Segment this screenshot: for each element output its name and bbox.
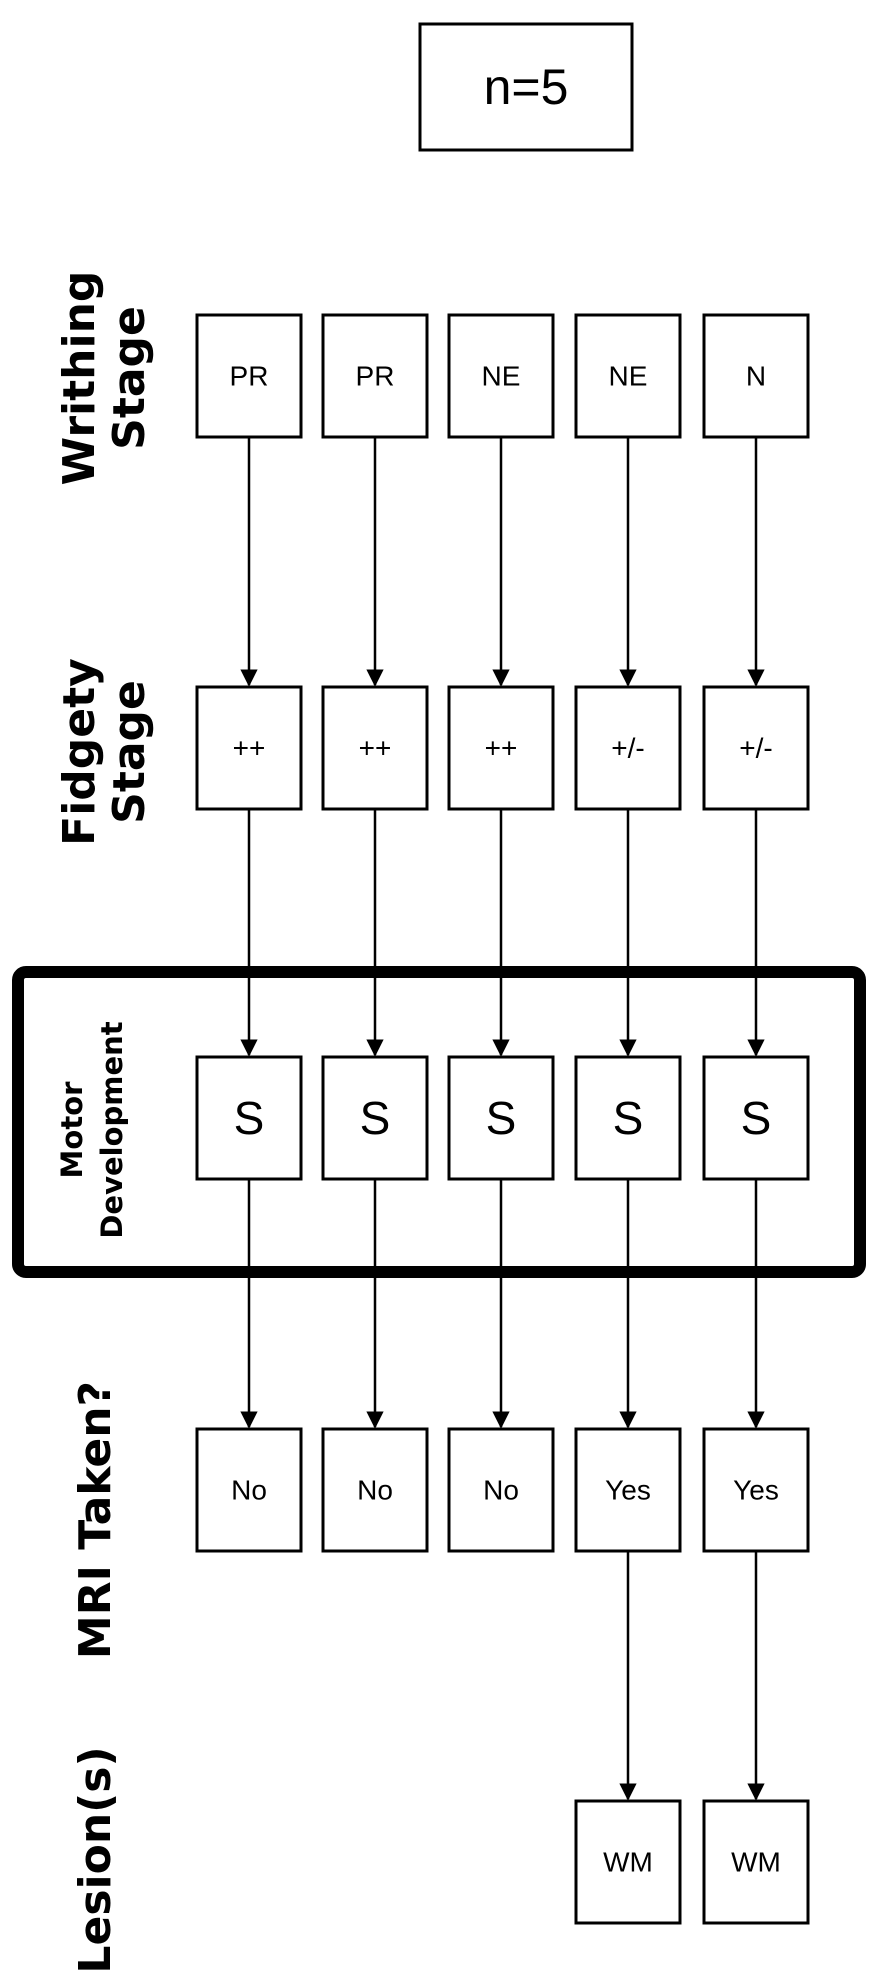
row-label-lesion-line1: Lesion(s) <box>70 1746 121 1973</box>
mri-node-label: Yes <box>605 1475 651 1506</box>
writhing-node-box <box>574 313 682 439</box>
mri-node-label: Yes <box>733 1475 779 1506</box>
svg-text:Writhing: Writhing <box>54 271 105 486</box>
mri-node-label: No <box>231 1475 267 1506</box>
svg-text:MRI Taken?: MRI Taken? <box>70 1381 121 1659</box>
svg-text:Stage: Stage <box>104 680 155 824</box>
writhing-node-box <box>447 313 555 439</box>
fidgety-node-label: ++ <box>359 733 392 764</box>
motor-node-box <box>574 1055 682 1181</box>
writhing-node-box <box>702 313 810 439</box>
fidgety-node-col-3: ++ <box>447 685 555 811</box>
mri-node-label: No <box>483 1475 519 1506</box>
row-label-writhing-line2: Stage <box>104 306 155 450</box>
fidgety-node-label: ++ <box>233 733 266 764</box>
writhing-node-box <box>321 313 429 439</box>
mri-node-col-3: No <box>447 1427 555 1553</box>
lesion-node-label: WM <box>603 1847 653 1878</box>
mri-node-box <box>574 1427 682 1553</box>
row-label-writhing-line1: Writhing <box>54 271 105 486</box>
lesion-node-label: WM <box>731 1847 781 1878</box>
writhing-node-label: NE <box>482 361 521 392</box>
row-label-motor-line1: Motor <box>55 1081 89 1179</box>
fidgety-node-label: ++ <box>485 733 518 764</box>
row-label-fidgety-line1: Fidgety <box>54 658 105 846</box>
row-label-lesion: Lesion(s) <box>70 1746 121 1973</box>
lesion-node-box <box>574 1799 682 1925</box>
lesion-node-box <box>702 1799 810 1925</box>
row-label-motor: Motor Development <box>55 1021 129 1238</box>
fidgety-node-box <box>195 685 303 811</box>
writhing-node-col-3: NE <box>447 313 555 439</box>
motor-development-highlight-frame <box>12 966 866 1278</box>
mri-node-box <box>447 1427 555 1553</box>
sample-size-node: n=5 <box>418 22 634 152</box>
fidgety-node-col-5: +/- <box>702 685 810 811</box>
mri-node-box <box>195 1427 303 1553</box>
motor-node-col-4: S <box>574 1055 682 1181</box>
lesion-node-col-5: WM <box>702 1799 810 1925</box>
sample-size-label: n=5 <box>484 59 569 115</box>
row-label-fidgety: Fidgety Stage <box>54 658 155 846</box>
motor-node-col-5: S <box>702 1055 810 1181</box>
motor-node-label: S <box>613 1092 644 1144</box>
fidgety-node-label: +/- <box>611 733 644 764</box>
fidgety-node-col-4: +/- <box>574 685 682 811</box>
writhing-node-box <box>195 313 303 439</box>
mri-node-col-1: No <box>195 1427 303 1553</box>
svg-text:Lesion(s): Lesion(s) <box>70 1746 121 1973</box>
lesion-node-col-4: WM <box>574 1799 682 1925</box>
svg-text:Motor: Motor <box>55 1081 89 1179</box>
connectors <box>240 437 765 1801</box>
fidgety-node-label: +/- <box>739 733 772 764</box>
writhing-node-col-1: PR <box>195 313 303 439</box>
writhing-node-col-5: N <box>702 313 810 439</box>
motor-node-label: S <box>360 1092 391 1144</box>
fidgety-node-box <box>574 685 682 811</box>
writhing-node-label: PR <box>356 361 395 392</box>
motor-node-label: S <box>741 1092 772 1144</box>
mri-node-col-5: Yes <box>702 1427 810 1553</box>
motor-node-col-3: S <box>447 1055 555 1181</box>
svg-text:Stage: Stage <box>104 306 155 450</box>
row-label-motor-line2: Development <box>95 1021 129 1238</box>
mri-node-box <box>702 1427 810 1553</box>
motor-node-col-2: S <box>321 1055 429 1181</box>
motor-node-box <box>195 1055 303 1181</box>
mri-node-col-2: No <box>321 1427 429 1553</box>
row-label-writhing: Writhing Stage <box>54 271 155 486</box>
row-label-fidgety-line2: Stage <box>104 680 155 824</box>
writhing-node-label: NE <box>609 361 648 392</box>
motor-node-box <box>321 1055 429 1181</box>
writhing-node-col-4: NE <box>574 313 682 439</box>
svg-text:Development: Development <box>95 1021 129 1238</box>
mri-node-col-4: Yes <box>574 1427 682 1553</box>
writhing-node-label: N <box>746 361 766 392</box>
fidgety-node-box <box>702 685 810 811</box>
motor-node-col-1: S <box>195 1055 303 1181</box>
mri-node-label: No <box>357 1475 393 1506</box>
motor-node-box <box>702 1055 810 1181</box>
fidgety-node-col-2: ++ <box>321 685 429 811</box>
motor-node-box <box>447 1055 555 1181</box>
svg-text:Fidgety: Fidgety <box>54 658 105 846</box>
motor-node-label: S <box>234 1092 265 1144</box>
motor-node-label: S <box>486 1092 517 1144</box>
fidgety-node-box <box>447 685 555 811</box>
fidgety-node-box <box>321 685 429 811</box>
mri-node-box <box>321 1427 429 1553</box>
fidgety-node-col-1: ++ <box>195 685 303 811</box>
writhing-node-col-2: PR <box>321 313 429 439</box>
row-label-mri: MRI Taken? <box>70 1381 121 1659</box>
writhing-node-label: PR <box>230 361 269 392</box>
row-label-mri-line1: MRI Taken? <box>70 1381 121 1659</box>
